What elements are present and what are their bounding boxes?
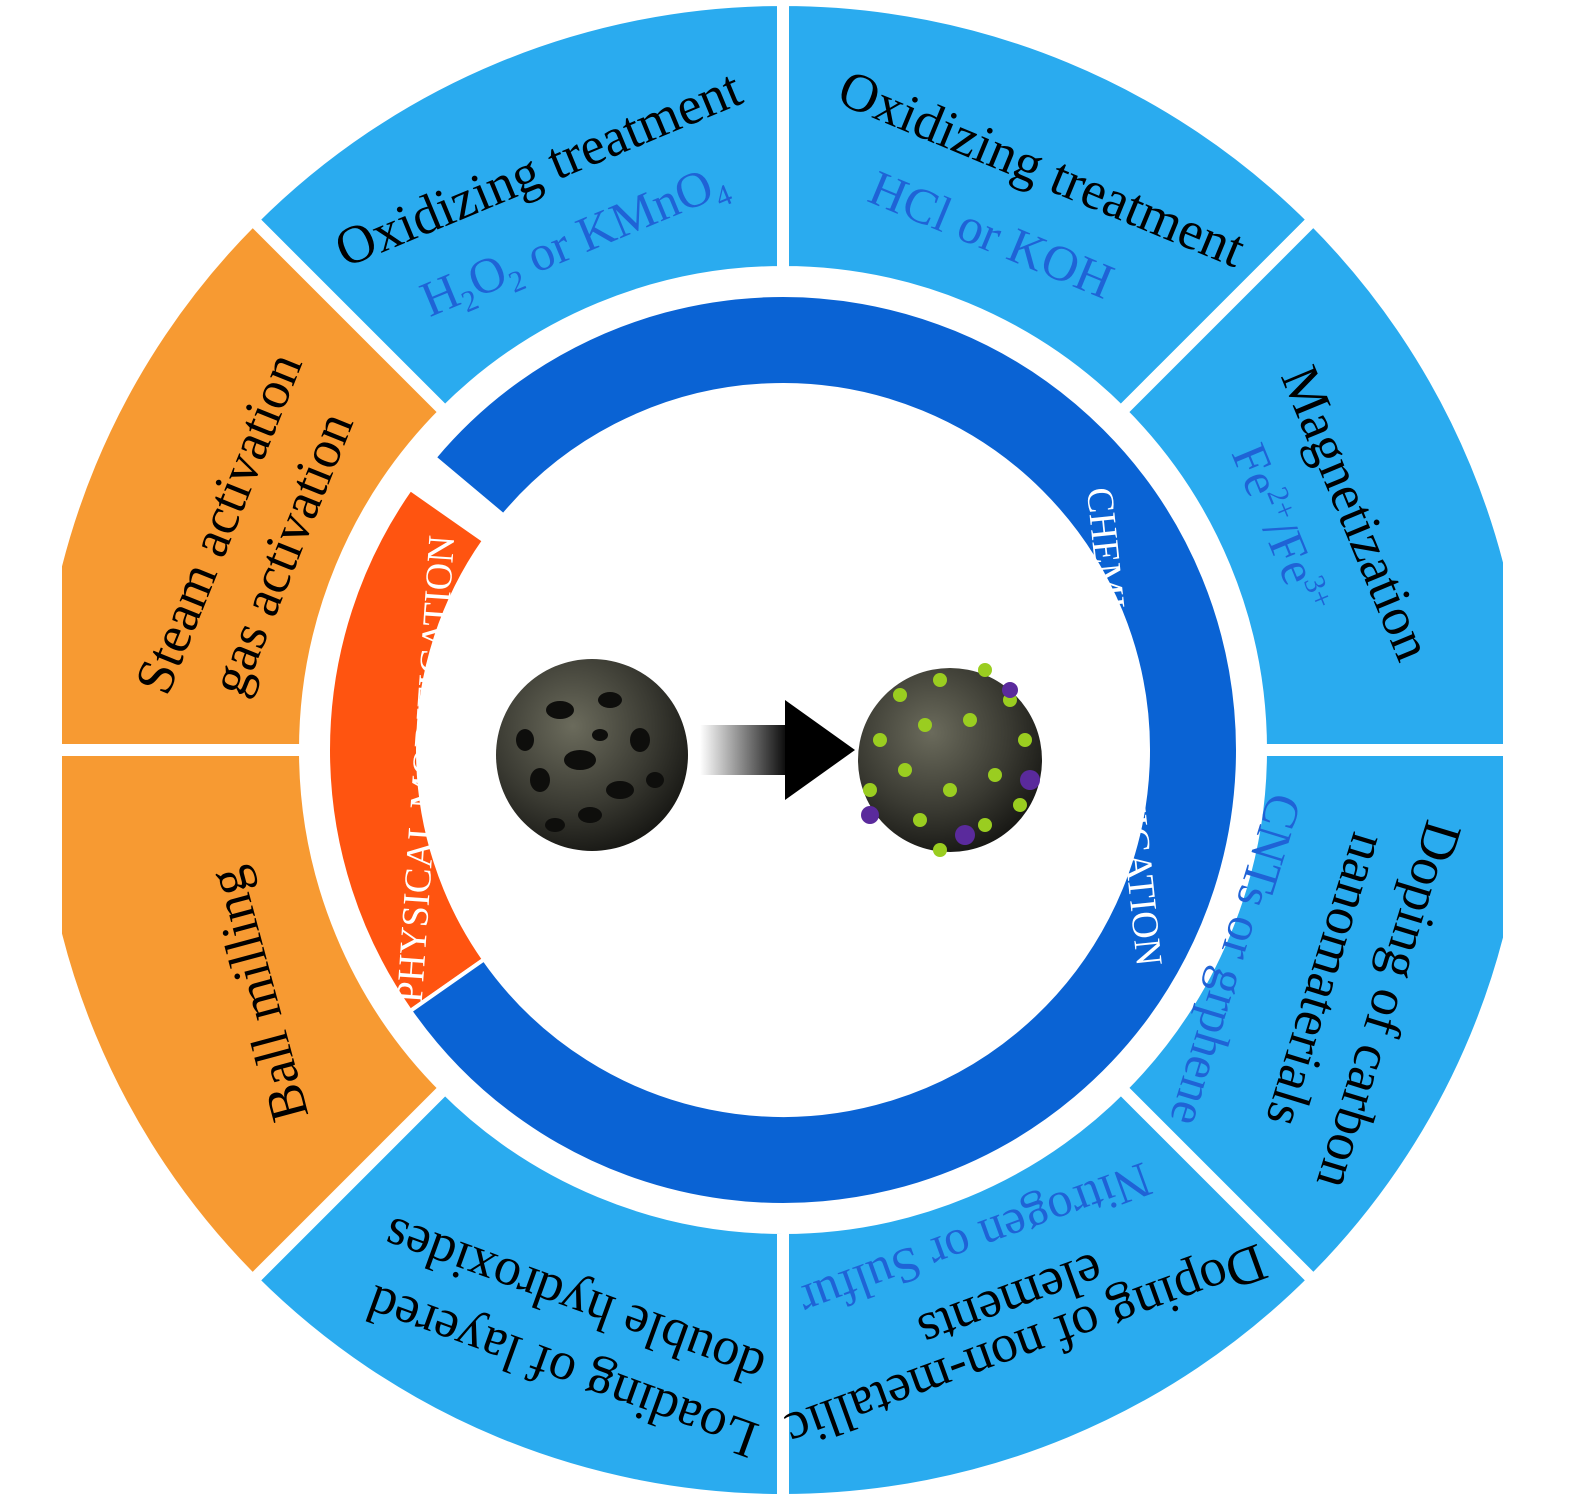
outer-ring xyxy=(62,0,1503,1500)
segment-ball-milling xyxy=(62,744,454,1289)
segment-oxidizing-hcl xyxy=(777,0,1322,421)
segment-doping-nonmetal xyxy=(777,1079,1322,1500)
chemical-ring xyxy=(407,293,1240,1207)
inner-ring xyxy=(325,293,1240,1207)
modified-sphere xyxy=(858,663,1042,857)
segment-magnetization xyxy=(1112,211,1503,756)
arrow-icon xyxy=(700,700,855,800)
segment-oxidizing-h2o2 xyxy=(244,0,789,421)
porous-sphere xyxy=(496,659,688,851)
segment-steam-activation xyxy=(62,211,454,756)
segment-doping-carbon xyxy=(1112,744,1503,1289)
